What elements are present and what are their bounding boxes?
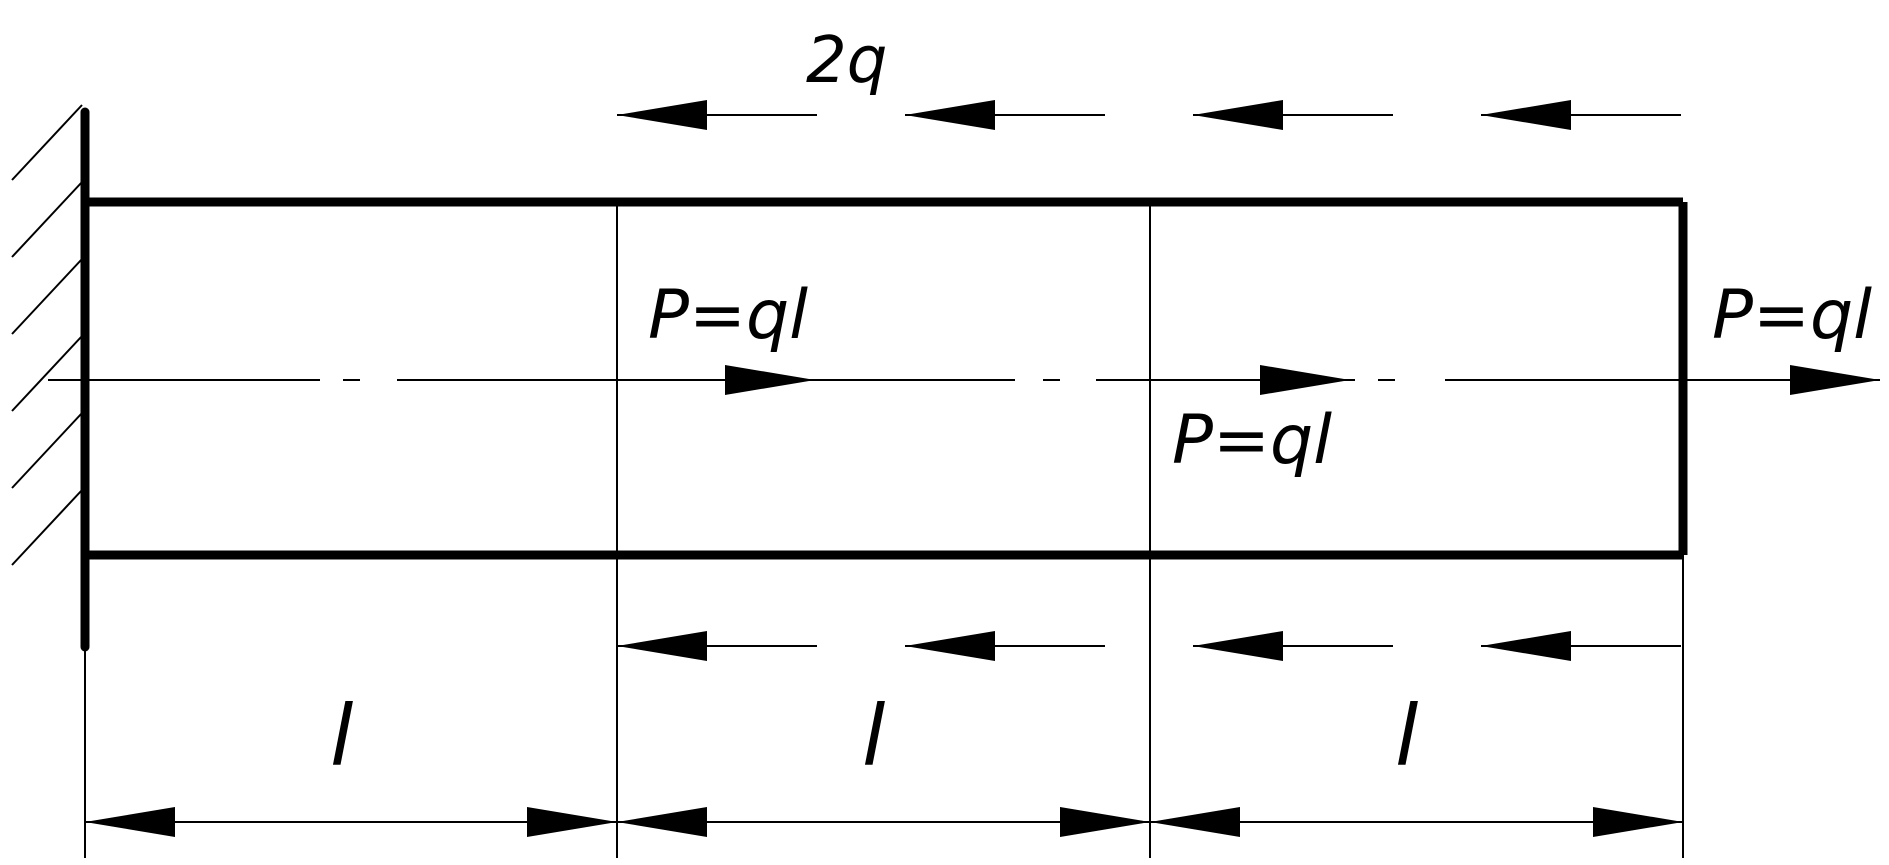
length-label-3: l bbox=[1395, 687, 1418, 785]
force-label-2: P=ql bbox=[1172, 401, 1332, 480]
force-label-3: P=ql bbox=[1712, 276, 1872, 355]
fixed-support bbox=[11, 104, 90, 652]
beam bbox=[85, 197, 1688, 560]
hatch-line bbox=[11, 181, 83, 258]
hatch-line bbox=[11, 258, 83, 335]
hatch-line bbox=[11, 335, 83, 412]
distributed-load-arrows bbox=[617, 100, 1681, 661]
wall-hatching bbox=[11, 104, 83, 566]
hatch-line bbox=[11, 412, 83, 489]
segment-dividers bbox=[616, 202, 1151, 555]
force-label-1: P=ql bbox=[648, 276, 808, 355]
length-label-2: l bbox=[862, 687, 885, 785]
length-label-1: l bbox=[330, 687, 353, 785]
hatch-line bbox=[11, 104, 83, 181]
hatch-line bbox=[11, 489, 83, 566]
distributed-load-label: 2q bbox=[806, 24, 887, 98]
